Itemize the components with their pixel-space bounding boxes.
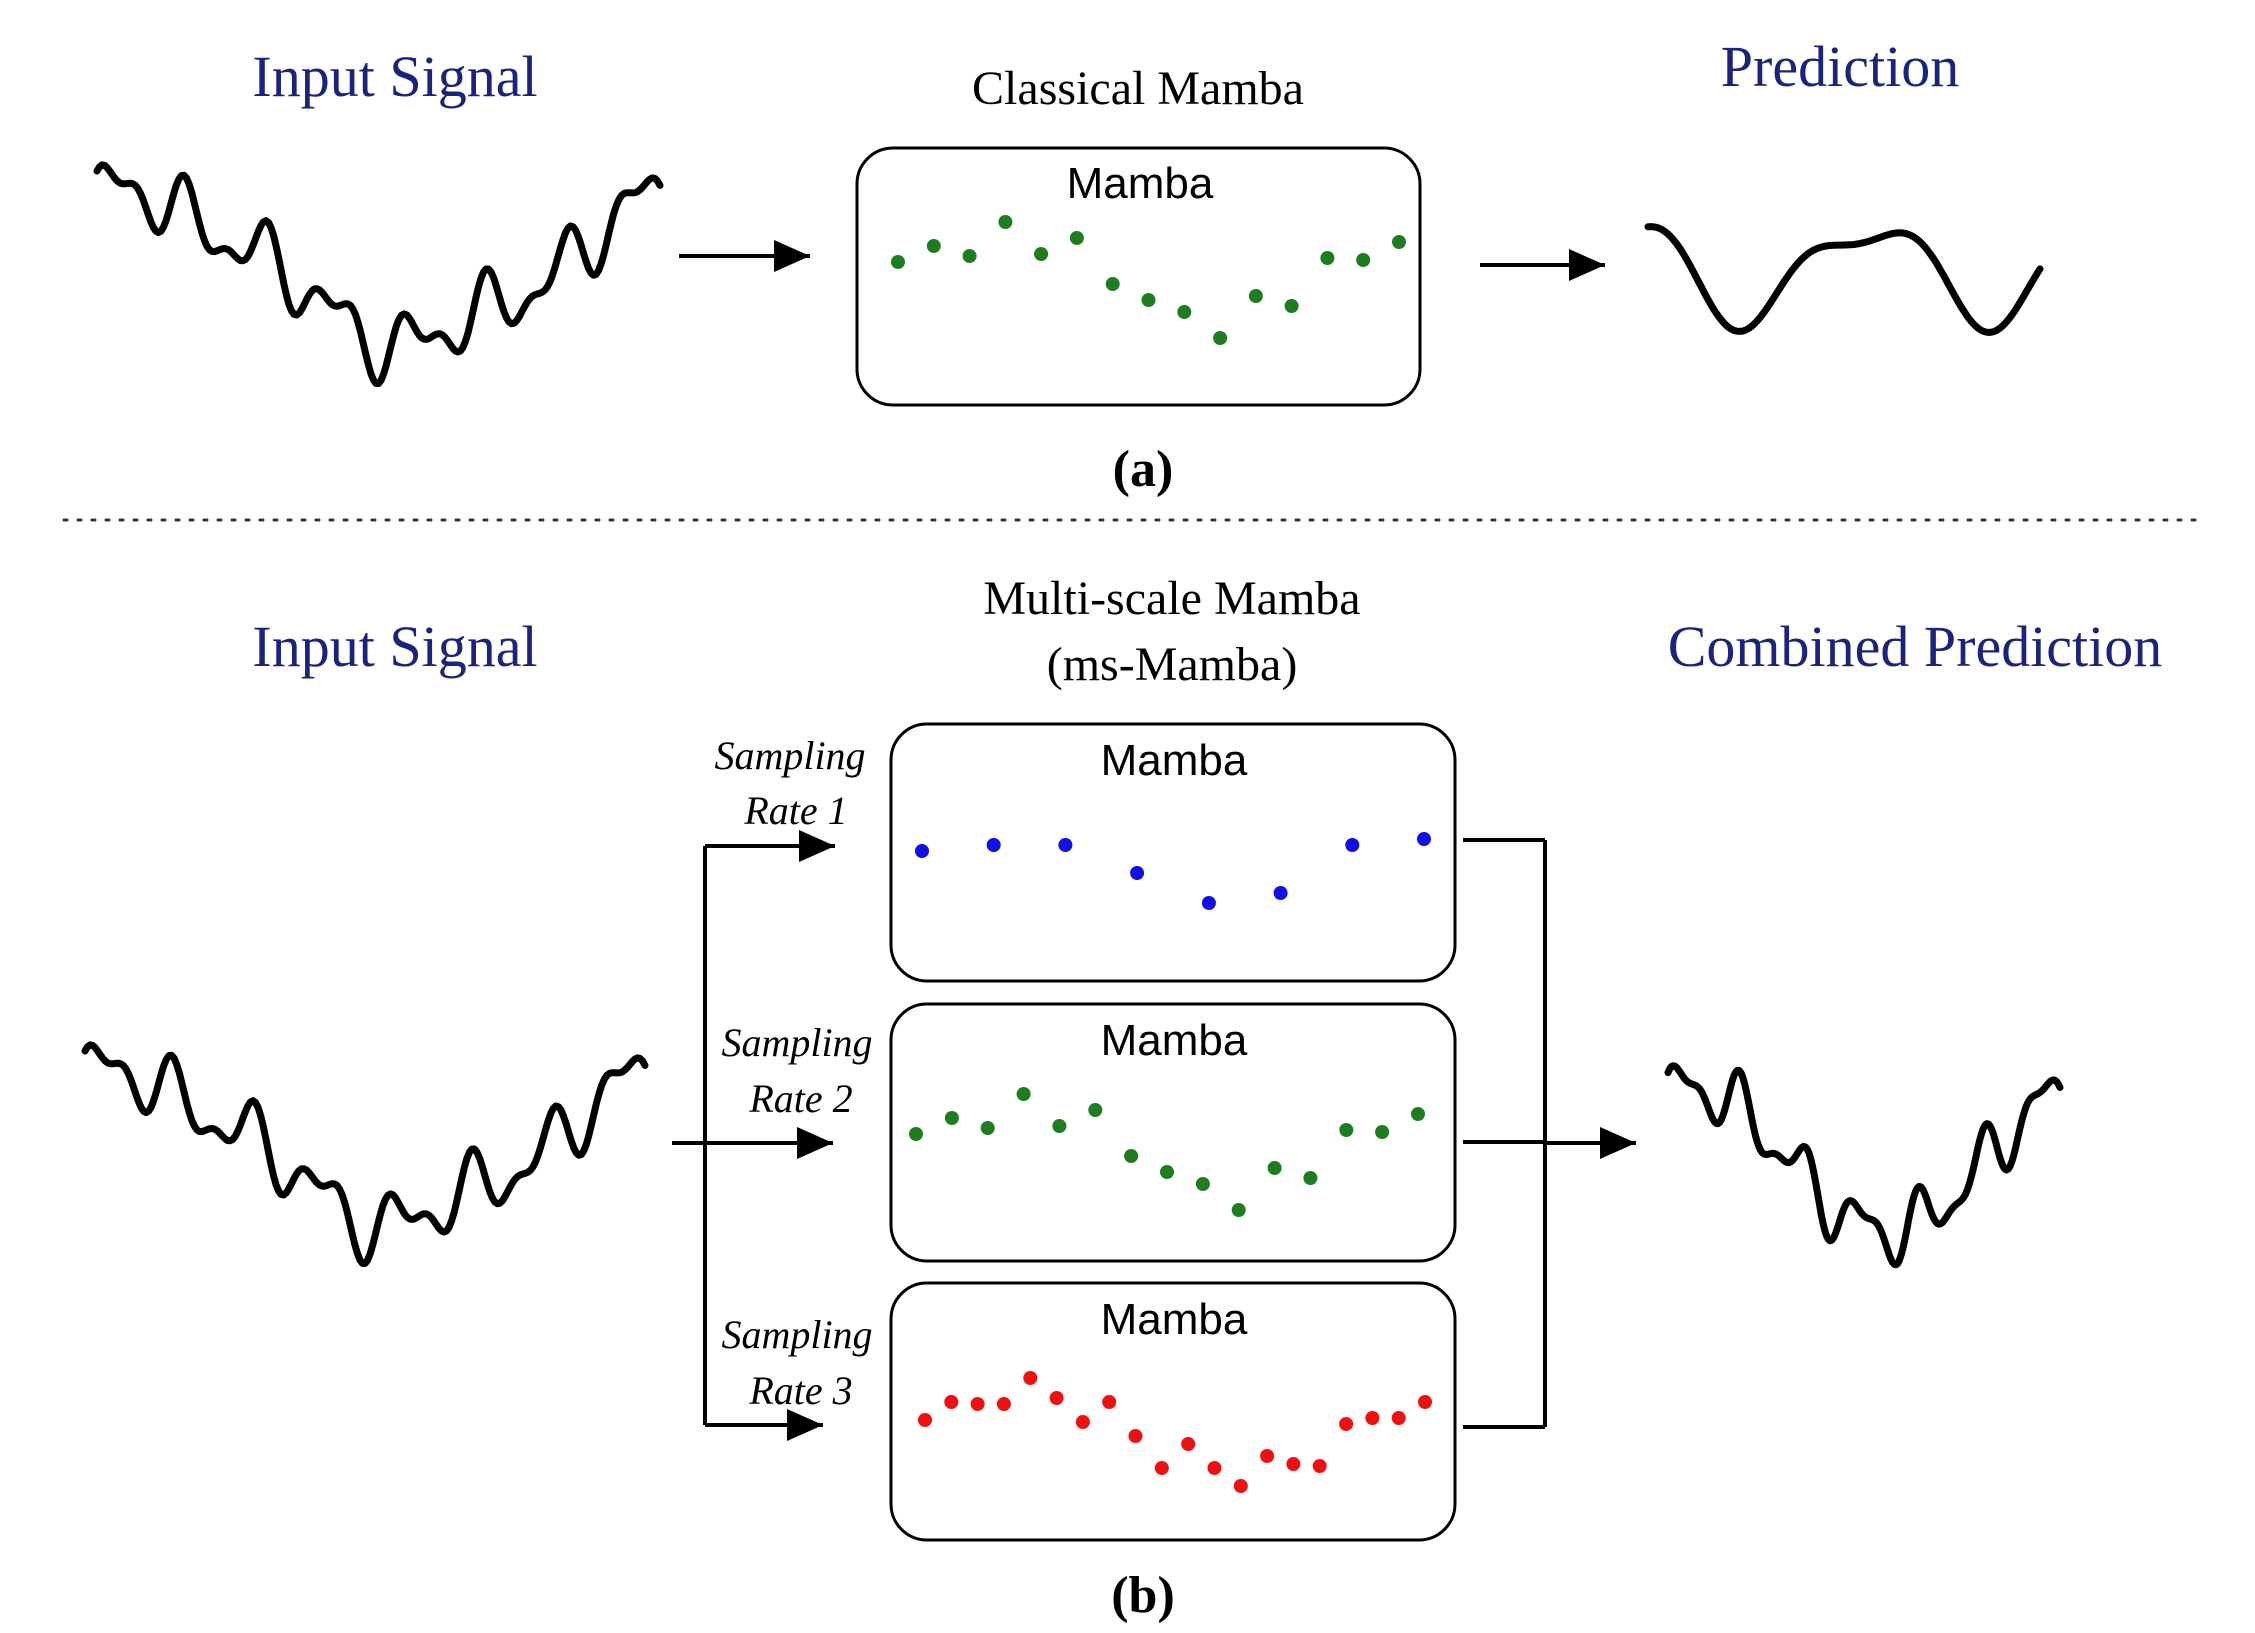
branch-1-rate-label-line2: Rate 1 (743, 788, 847, 833)
branch-1-mamba-dots (915, 832, 1431, 910)
branch-2-sample-dot (1195, 1177, 1210, 1191)
panel-b-model-title-line1: Multi-scale Mamba (983, 572, 1360, 625)
panel-b-model-title-line2: (ms-Mamba) (1047, 638, 1298, 691)
branch-2-sample-dot (1303, 1171, 1318, 1185)
panel-a-sample-dot (926, 239, 941, 253)
panel-a-sample-dot (1177, 305, 1192, 319)
branch-3-mamba-block (889, 1281, 1457, 1542)
branch-2-sample-dot (1124, 1149, 1139, 1163)
branch-2-mamba-label: Mamba (1101, 1016, 1248, 1065)
branch-3-sample-dot (1075, 1415, 1090, 1429)
panel-a: Input Signal Classical Mamba Prediction … (93, 34, 2044, 498)
panel-b-combined-prediction-wave (1664, 1062, 2064, 1269)
merge-connector (1463, 838, 1547, 1429)
panel-a-sample-dot (1034, 247, 1049, 261)
panel-a-input-title: Input Signal (252, 44, 537, 109)
branch-3-mamba-label: Mamba (1101, 1295, 1248, 1344)
branch-3-sample-dot (1339, 1417, 1354, 1431)
branch-1-rate-label-line1: Sampling (714, 733, 865, 778)
branch-3-sample-dot (1049, 1391, 1064, 1405)
branch-3-rate-label-line1: Sampling (721, 1312, 872, 1357)
panel-a-sample-dot (1069, 231, 1084, 245)
panel-b-input-signal-wave (81, 1041, 649, 1267)
panel-a-mamba-label: Mamba (1067, 159, 1214, 208)
branch-3-sample-dot (1154, 1461, 1169, 1475)
branch-3-sample-dot (1365, 1411, 1380, 1425)
branch-2-sample-dot (1160, 1165, 1174, 1179)
panel-a-sample-dot (962, 249, 977, 263)
panel-a-sample-dot (1392, 235, 1406, 249)
branch-3-sample-dot (1023, 1371, 1038, 1385)
branch-2-sample-dot (1375, 1125, 1390, 1139)
panel-a-input-signal-wave (93, 161, 664, 387)
branch-1-mamba-label: Mamba (1101, 736, 1248, 785)
panel-a-sample-dot (1213, 331, 1228, 345)
branch-1-sample-dot (915, 844, 929, 858)
panel-a-sample-dot (1284, 299, 1299, 313)
branch-2-sample-dot (1052, 1119, 1067, 1133)
branch-2-sample-dot (944, 1111, 959, 1125)
branch-3-sample-dot (918, 1413, 932, 1427)
panel-b: Input Signal Multi-scale Mamba (ms-Mamba… (81, 572, 2163, 1624)
branch-3-sample-dot (1207, 1461, 1222, 1475)
branch-3-sample-dot (1260, 1449, 1275, 1463)
panel-a-sample-dot (998, 215, 1013, 229)
branch-3-sample-dot (1391, 1411, 1406, 1425)
branch-3-sample-dot (1418, 1395, 1432, 1409)
panel-b-input-title: Input Signal (252, 614, 537, 679)
branch-1-sample-dot (1273, 886, 1288, 900)
branch-3-sample-dot (1181, 1437, 1196, 1451)
branch-2-sample-dot (1267, 1161, 1282, 1175)
branch-3-sample-dot (1102, 1395, 1117, 1409)
branch-2-rate-label-line2: Rate 2 (748, 1076, 852, 1121)
panel-a-prediction-wave (1644, 223, 2044, 336)
panel-b-caption: (b) (1111, 1567, 1175, 1624)
branch-1-sample-dot (1417, 832, 1431, 846)
branch-2-sample-dot (980, 1121, 995, 1135)
branch-2-sample-dot (1411, 1107, 1425, 1121)
branch-3-sample-dot (1286, 1457, 1301, 1471)
branch-2-sample-dot (1339, 1123, 1354, 1137)
branch-1-sample-dot (1130, 866, 1145, 880)
branch-3-rate-label-line2: Rate 3 (748, 1368, 852, 1413)
panel-a-sample-dot (1105, 277, 1120, 291)
panel-a-sample-dot (1320, 251, 1335, 265)
branch-1-sample-dot (1345, 838, 1360, 852)
branch-3-sample-dot (1233, 1479, 1248, 1493)
branch-1-sample-dot (1058, 838, 1073, 852)
branch-3-sample-dot (1128, 1429, 1143, 1443)
branch-2-mamba-dots (909, 1087, 1425, 1217)
panel-a-caption: (a) (1113, 441, 1174, 498)
branch-3-mamba-dots (918, 1371, 1432, 1493)
panel-a-sample-dot (1141, 293, 1156, 307)
panel-a-mamba-dots (891, 215, 1406, 345)
branch-3-sample-dot (996, 1397, 1011, 1411)
panel-a-mamba-block (855, 146, 1422, 407)
panel-a-sample-dot (891, 255, 905, 269)
branch-2-mamba-block (889, 1002, 1457, 1263)
fan-out-connector (672, 846, 707, 1425)
branch-2-sample-dot (1231, 1203, 1246, 1217)
branch-2-sample-dot (909, 1127, 923, 1141)
panel-a-model-title: Classical Mamba (972, 62, 1304, 115)
panel-b-output-title: Combined Prediction (1668, 614, 2163, 679)
branch-1-mamba-block (889, 722, 1457, 983)
branch-3-sample-dot (970, 1397, 985, 1411)
branch-2-rate-label-line1: Sampling (721, 1020, 872, 1065)
branch-3-sample-dot (1312, 1459, 1327, 1473)
panel-a-sample-dot (1356, 253, 1371, 267)
panel-a-output-title: Prediction (1721, 34, 1959, 99)
branch-2-sample-dot (1088, 1103, 1103, 1117)
branch-1-sample-dot (1201, 896, 1216, 910)
panel-a-sample-dot (1248, 289, 1263, 303)
branch-1-sample-dot (986, 838, 1001, 852)
branch-2-sample-dot (1016, 1087, 1031, 1101)
branch-3-sample-dot (944, 1395, 959, 1409)
